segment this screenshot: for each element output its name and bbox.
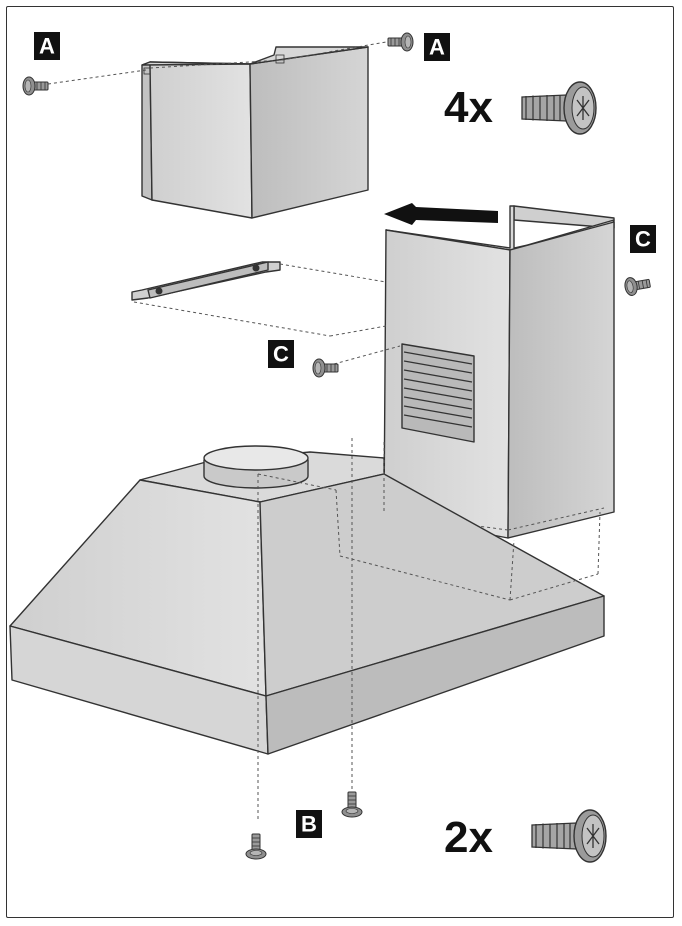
screw-hole [143,67,151,75]
screw-icon [22,76,49,96]
svg-text:C: C [635,227,651,252]
guide-line [597,511,601,575]
label-c-left: C [268,340,294,368]
svg-text:A: A [429,35,445,60]
upper-chimney-cover [141,46,369,219]
quantity-4x: 4x [444,83,493,132]
label-a-right: A [424,33,450,61]
svg-text:C: C [273,342,289,367]
guide-line [339,555,511,601]
arrow-left-icon [384,203,498,225]
guide-line [133,301,331,337]
quantity-2x: 2x [444,813,493,862]
screw-icon [387,32,414,52]
lower-chimney-cover [383,205,615,539]
guide-line [47,69,147,85]
guide-line [257,473,337,491]
large-screw-icon [531,809,607,863]
screw-icon [623,273,652,297]
screw-icon [341,791,363,818]
guide-line [329,325,387,337]
screw-icon [245,833,267,860]
guide-line [509,539,515,601]
hood-body [9,445,605,755]
guide-line [149,59,283,69]
large-screw-icon [521,81,597,135]
label-b: B [296,810,322,838]
svg-text:A: A [39,34,55,59]
screw-icon [312,358,339,378]
label-a-left: A [34,32,60,60]
guide-line [335,489,341,557]
mounting-bracket [131,261,281,301]
guide-line [279,263,387,283]
label-c-right: C [630,225,656,253]
svg-text:B: B [301,812,317,837]
screw-hole [275,54,285,64]
